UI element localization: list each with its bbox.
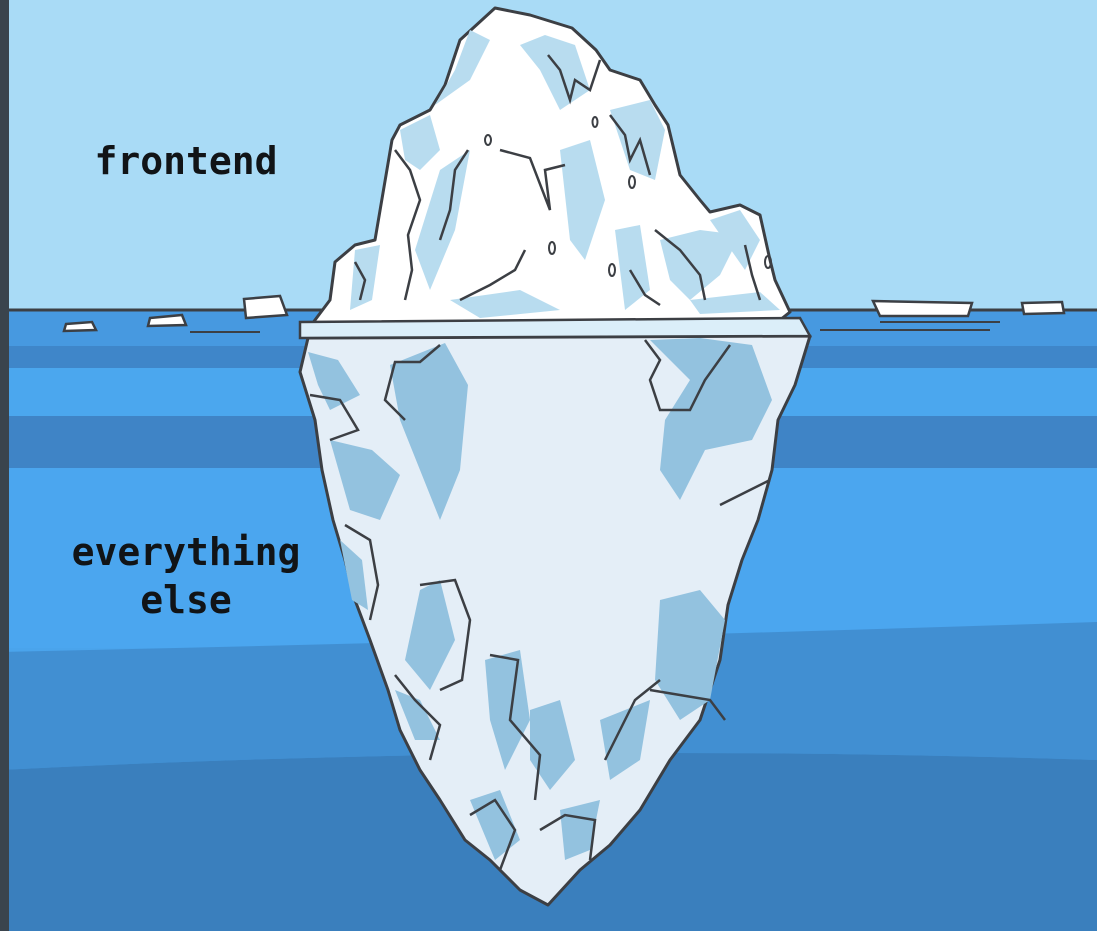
everything-else-label: everything else: [40, 528, 332, 624]
frontend-label: frontend: [70, 137, 302, 185]
everything-else-line1: everything: [40, 528, 332, 576]
left-window-edge: [0, 0, 9, 931]
everything-else-line2: else: [40, 576, 332, 624]
